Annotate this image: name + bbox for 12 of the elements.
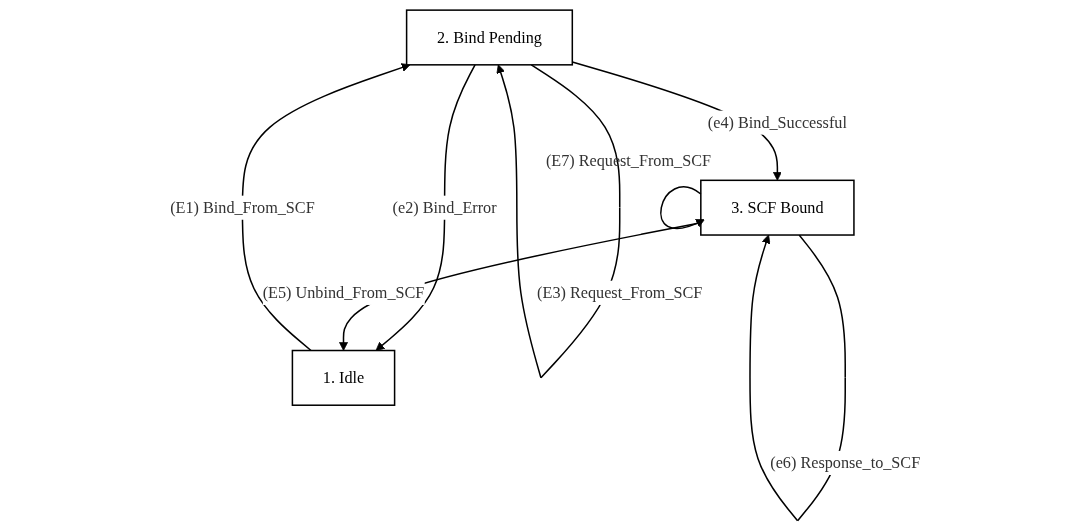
edge-label: (e2) Bind_Error [392,198,497,216]
node-box: 2. Bind Pending [405,9,573,66]
edge-label: (E1) Bind_From_SCF [169,198,315,216]
arrow [375,64,476,351]
edge-label: (E5) Unbind_From_SCF [262,283,425,301]
edge-label: (e6) Response_to_SCF [770,453,921,472]
node-box: 3. SCF Bound [699,179,855,236]
edge-label: (e4) Bind_Successful [707,113,847,131]
node-box: 1. Idle [291,349,396,406]
edge-label: (E3) Request_From_SCF [536,283,703,301]
arrow [660,186,705,230]
arrow [241,63,411,352]
